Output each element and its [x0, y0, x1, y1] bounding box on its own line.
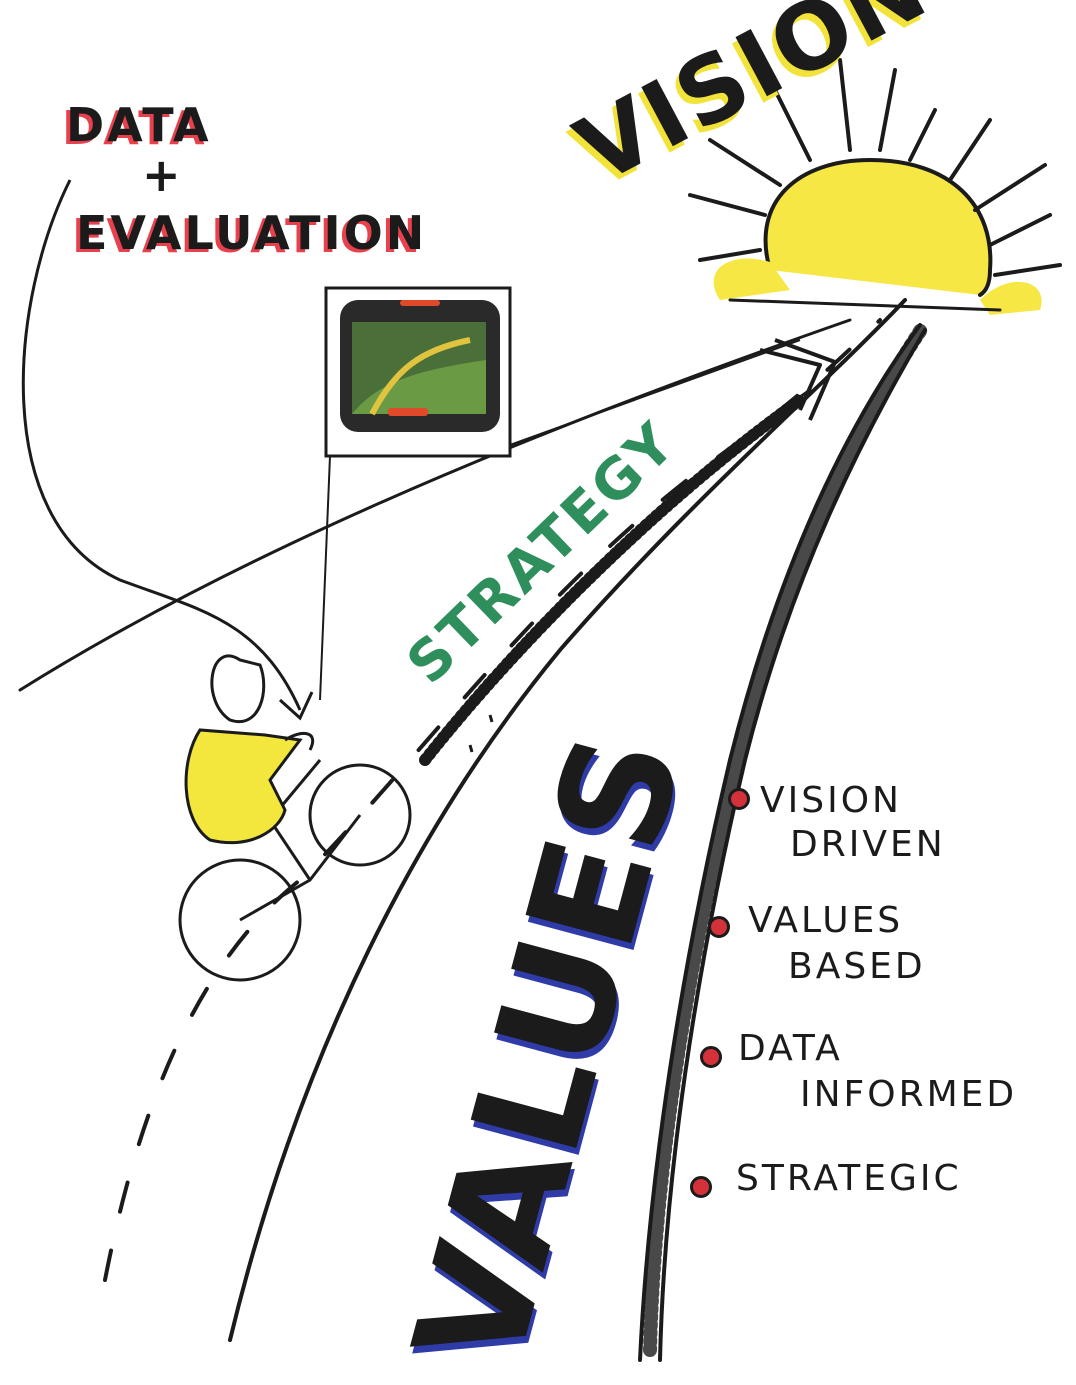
bullet-dot [690, 1176, 712, 1198]
bullet-dot [708, 916, 730, 938]
bullet-list: VISION DRIVEN VALUES BASED DATA INFORMED… [690, 760, 1050, 1220]
cyclist-icon [178, 654, 412, 982]
bullet-dot [700, 1046, 722, 1068]
plus-label: + [142, 148, 184, 202]
gps-device-icon [319, 286, 801, 701]
bullet-dot [728, 788, 750, 810]
data-label: DATA [66, 98, 212, 152]
bullet-line: DATA [738, 1028, 843, 1069]
evaluation-label: EVALUATION [76, 206, 428, 260]
bullet-line: VISION [760, 780, 902, 821]
arrow-icon [759, 338, 837, 421]
sun-icon [688, 58, 1062, 315]
road-marks [468, 714, 494, 753]
annotation-arrow [21, 179, 314, 721]
bullet-line: INFORMED [800, 1074, 1018, 1115]
bullet-line: BASED [788, 946, 926, 987]
bullet-line: DRIVEN [790, 824, 946, 865]
bullet-line: VALUES [748, 900, 904, 941]
bullet-line: STRATEGIC [736, 1158, 962, 1199]
road [18, 298, 929, 1362]
